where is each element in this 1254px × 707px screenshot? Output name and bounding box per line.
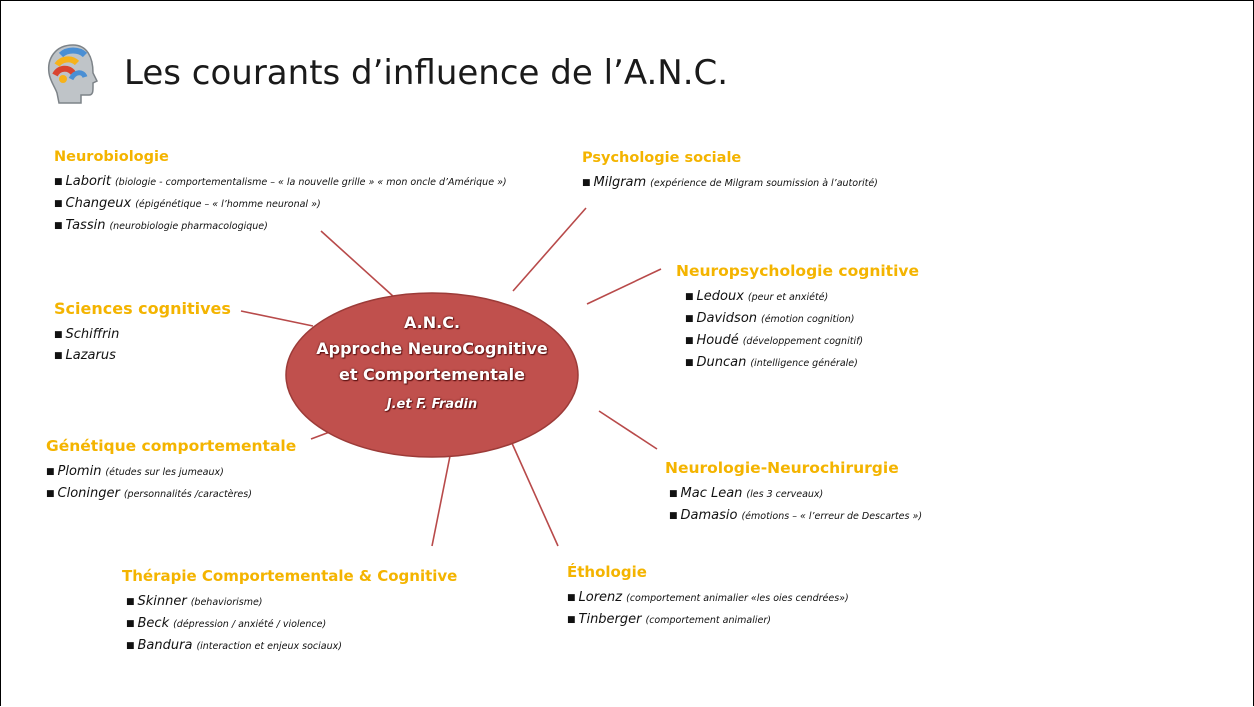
list-item: ■Mac Lean (les 3 cerveaux) — [669, 486, 824, 501]
connector-neuropsychologie — [586, 268, 662, 305]
group-title: Génétique comportementale — [46, 437, 297, 455]
group-title: Neuropsychologie cognitive — [676, 262, 920, 280]
group-therapie: Thérapie Comportementale & Cognitive ■Sk… — [122, 567, 457, 657]
page-title: Les courants d’influence de l’A.N.C. — [124, 53, 729, 93]
list-item: ■Ledoux (peur et anxiété) — [685, 289, 829, 304]
list-item: ■Schiffrin — [54, 327, 120, 342]
group-psychologie-sociale: Psychologie sociale ■Milgram (expérience… — [582, 150, 878, 194]
list-item: ■Plomin (études sur les jumeaux) — [46, 464, 224, 479]
list-item: ■Lorenz (comportement animalier «les oie… — [567, 590, 849, 605]
group-title: Neurobiologie — [54, 149, 169, 165]
connector-psychologie-sociale — [512, 207, 587, 292]
center-authors: J.et F. Fradin — [386, 397, 478, 412]
list-item: ■Changeux (épigénétique – « l’homme neur… — [54, 196, 321, 211]
list-item: ■Lazarus — [54, 348, 116, 363]
group-title: Thérapie Comportementale & Cognitive — [122, 567, 458, 585]
list-item: ■Cloninger (personnalités /caractères) — [46, 486, 252, 501]
list-item: ■Davidson (émotion cognition) — [685, 311, 855, 326]
group-title: Sciences cognitives — [54, 299, 231, 318]
center-node: A.N.C. Approche NeuroCognitive et Compor… — [284, 291, 580, 459]
center-ellipse — [285, 292, 579, 458]
group-title: Psychologie sociale — [582, 150, 742, 166]
connector-neurologie — [598, 410, 658, 450]
list-item: ■Houdé (développement cognitif) — [685, 333, 864, 348]
list-item: ■Tinberger (comportement animalier) — [567, 612, 771, 627]
list-item: ■Bandura (interaction et enjeux sociaux) — [126, 638, 342, 653]
group-title: Neurologie-Neurochirurgie — [665, 459, 899, 477]
list-item: ■Duncan (intelligence générale) — [685, 355, 858, 370]
list-item: ■Beck (dépression / anxiété / violence) — [126, 616, 327, 631]
list-item: ■Laborit (biologie - comportementalisme … — [54, 174, 507, 189]
connector-neurobiologie — [320, 230, 395, 298]
connector-ethologie — [510, 440, 559, 547]
list-item: ■Damasio (émotions – « l’erreur de Desca… — [669, 508, 923, 523]
group-neuropsychologie: Neuropsychologie cognitive ■Ledoux (peur… — [676, 262, 919, 374]
connector-sciences-cognitives — [240, 310, 314, 327]
center-line-1: A.N.C. — [403, 313, 461, 332]
group-genetique: Génétique comportementale ■Plomin (étude… — [46, 437, 296, 505]
head-brain-logo — [41, 41, 107, 107]
list-item: ■Skinner (behaviorisme) — [126, 594, 263, 609]
connector-therapie — [431, 455, 451, 547]
list-item: ■Milgram (expérience de Milgram soumissi… — [582, 175, 878, 190]
center-line-2: Approche NeuroCognitive — [316, 339, 548, 358]
center-line-3: et Comportementale — [338, 365, 525, 384]
list-item: ■Tassin (neurobiologie pharmacologique) — [54, 218, 268, 233]
group-sciences-cognitives: Sciences cognitives ■Schiffrin ■Lazarus — [54, 299, 231, 366]
group-neurobiologie: Neurobiologie ■Laborit (biologie - compo… — [54, 149, 507, 237]
group-neurologie: Neurologie-Neurochirurgie ■Mac Lean (les… — [665, 459, 922, 527]
group-title: Éthologie — [567, 563, 647, 581]
group-ethologie: Éthologie ■Lorenz (comportement animalie… — [567, 563, 849, 631]
